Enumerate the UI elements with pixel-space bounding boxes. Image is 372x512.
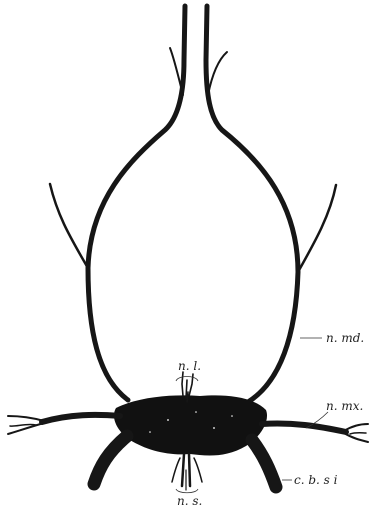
label-n-s: n. s.: [177, 494, 202, 508]
label-n-mx: n. mx.: [326, 399, 363, 413]
bracket-n-s: [176, 489, 198, 493]
label-n-md: n. md.: [326, 331, 364, 345]
label-n-l: n. l.: [178, 359, 201, 373]
ganglion-mass: [114, 395, 267, 455]
snout-nerves: [172, 454, 202, 490]
mandibular-nerve: [50, 6, 336, 402]
label-c-b-si: c. b. s i: [294, 473, 338, 487]
